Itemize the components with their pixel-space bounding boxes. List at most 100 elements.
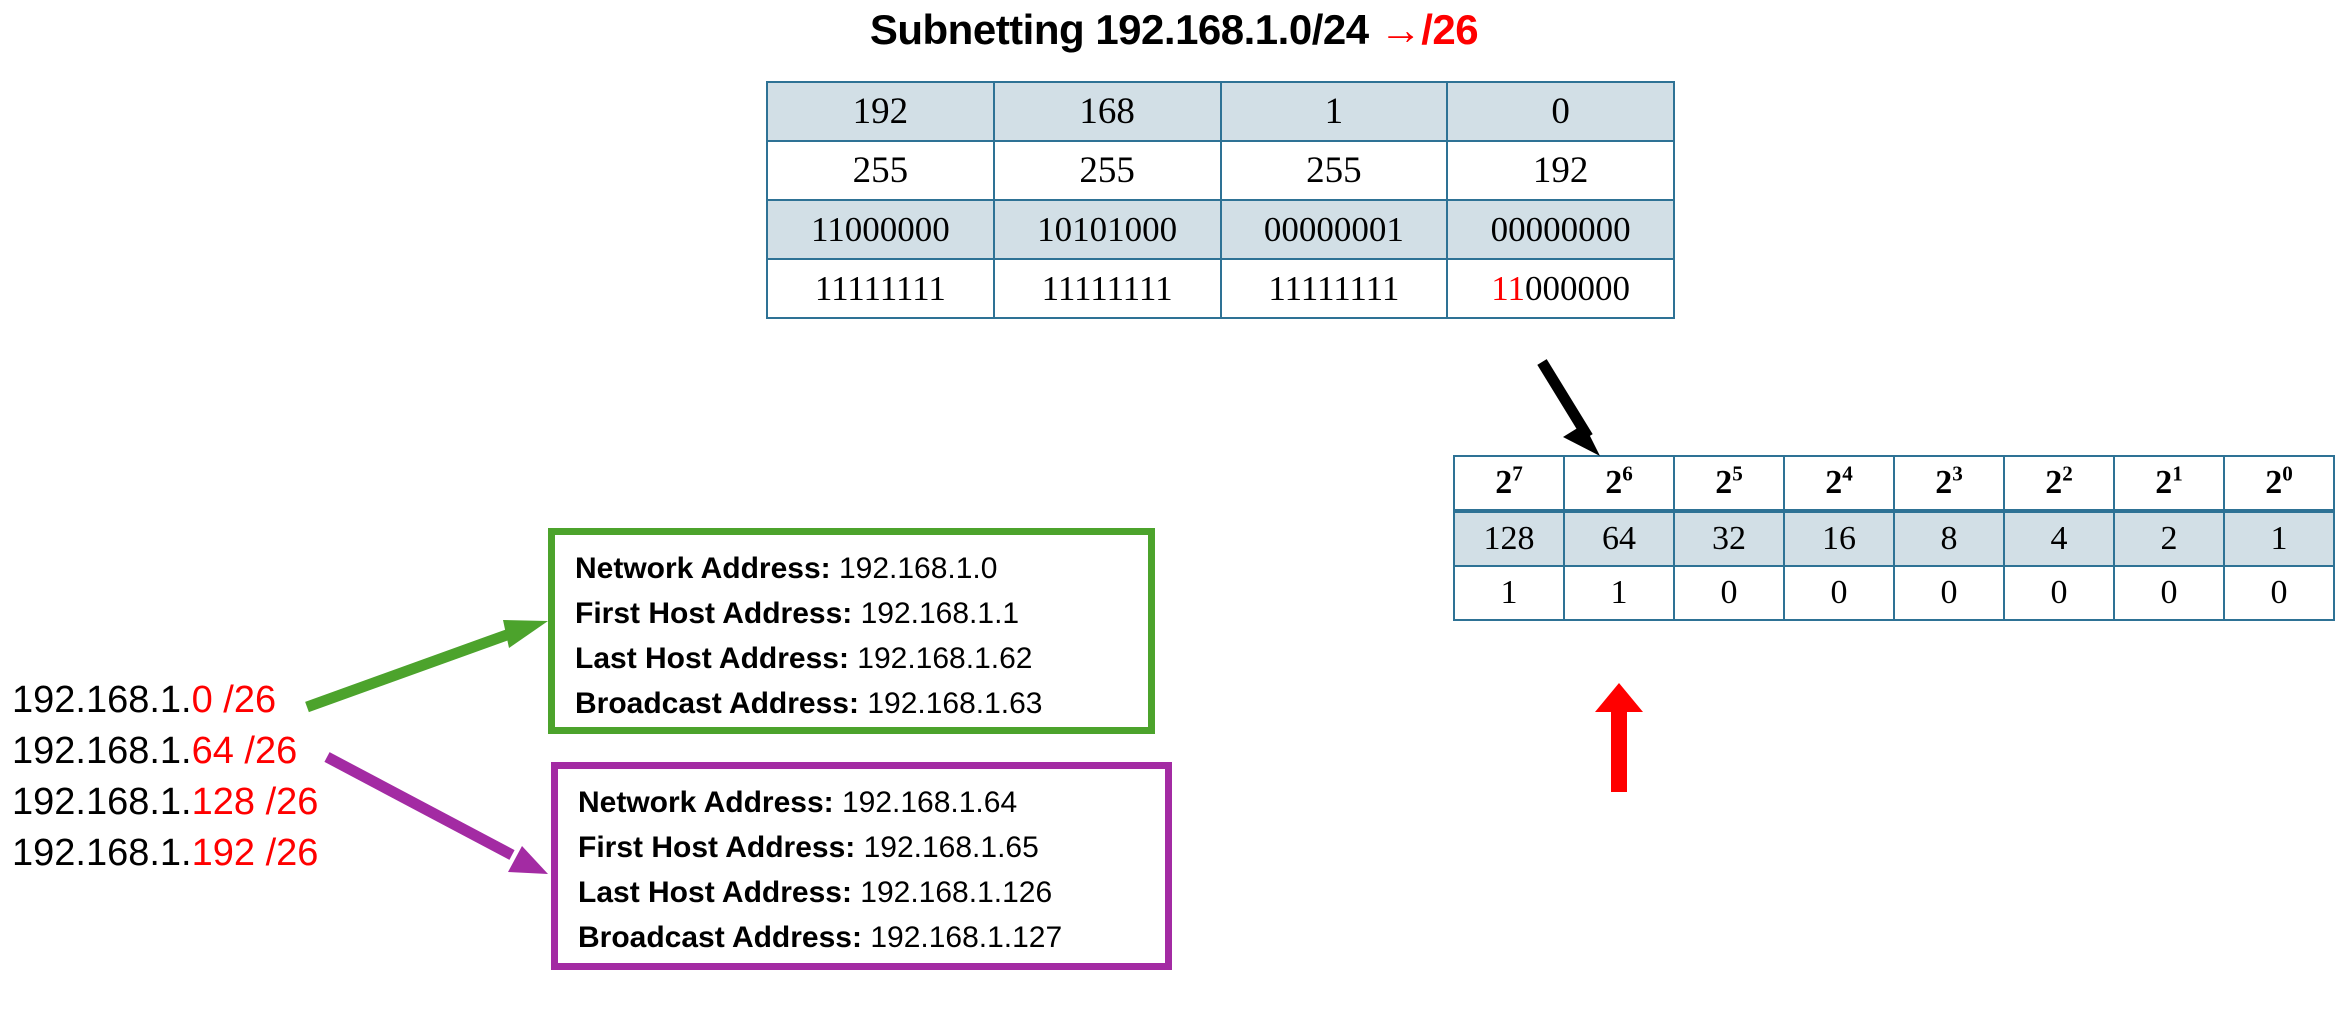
subnet-base: 192.168.1.	[12, 832, 192, 874]
cell-ip-octet-3: 1	[1219, 81, 1449, 142]
page-title-main: Subnetting 192.168.1.0/24	[869, 6, 1380, 53]
power-exponent: 1	[2172, 461, 2183, 486]
cell-value-64: 64	[1563, 510, 1675, 567]
power-exponent: 7	[1512, 461, 1523, 486]
cell-bit-5: 0	[1673, 565, 1785, 621]
detail-line-network: Network Address: 192.168.1.64	[578, 780, 1147, 825]
detail-value: 192.168.1.64	[841, 786, 1018, 819]
power-exponent: 3	[1952, 461, 1963, 486]
subnet-suffix: 128 /26	[191, 781, 319, 823]
cell-exponent-4: 24	[1783, 455, 1895, 513]
detail-value: 192.168.1.62	[857, 642, 1033, 675]
cell-value-32: 32	[1673, 510, 1785, 567]
detail-value: 192.168.1.65	[863, 831, 1039, 864]
red-up-arrow-icon	[1595, 683, 1643, 792]
cell-mask-octet-3: 255	[1219, 140, 1449, 201]
cell-bit-1: 0	[2113, 565, 2225, 621]
detail-value: 192.168.1.63	[867, 687, 1043, 720]
subnet-detail-box-second: Network Address: 192.168.1.64 First Host…	[551, 762, 1172, 970]
detail-value: 192.168.1.126	[860, 876, 1053, 909]
detail-label: Broadcast Address:	[578, 921, 862, 954]
subnet-base: 192.168.1.	[12, 781, 192, 823]
power-base: 2	[1495, 464, 1513, 501]
detail-label: Last Host Address:	[578, 876, 852, 909]
cell-ip-binary-4: 00000000	[1446, 199, 1675, 260]
cell-exponent-7: 27	[1453, 455, 1565, 513]
cell-exponent-2: 22	[2003, 455, 2115, 513]
detail-label: Broadcast Address:	[575, 687, 859, 720]
table-row-exponents: 27 26 25 24 23 22 21 20	[1453, 455, 2335, 513]
cell-mask-octet-1: 255	[766, 140, 995, 201]
detail-value: 192.168.1.1	[860, 597, 1020, 630]
detail-label: Last Host Address:	[575, 642, 849, 675]
subnet-base: 192.168.1.	[12, 730, 192, 772]
detail-line-last-host: Last Host Address: 192.168.1.62	[575, 636, 1130, 681]
power-base: 2	[2045, 464, 2063, 501]
subnet-base: 192.168.1.	[12, 679, 192, 721]
cell-value-2: 2	[2113, 510, 2225, 567]
detail-label: Network Address:	[575, 552, 831, 585]
table-row-place-values: 128 64 32 16 8 4 2 1	[1453, 510, 2335, 567]
subnet-list: 192.168.1.0 /26 192.168.1.64 /26 192.168…	[12, 675, 318, 879]
table-row-ip-decimal: 192 168 1 0	[766, 81, 1675, 142]
cell-ip-octet-1: 192	[766, 81, 995, 142]
detail-line-last-host: Last Host Address: 192.168.1.126	[578, 870, 1147, 915]
cell-value-4: 4	[2003, 510, 2115, 567]
cell-bit-4: 0	[1783, 565, 1895, 621]
detail-label: First Host Address:	[578, 831, 856, 864]
power-exponent: 2	[2062, 461, 2073, 486]
subnet-suffix: 0 /26	[191, 679, 277, 721]
octet-mask-table: 192 168 1 0 255 255 255 192 11000000 101…	[766, 81, 1675, 319]
cell-exponent-6: 26	[1563, 455, 1675, 513]
cell-bit-0: 0	[2223, 565, 2335, 621]
power-base: 2	[1715, 464, 1733, 501]
power-base: 2	[2265, 464, 2283, 501]
cell-exponent-3: 23	[1893, 455, 2005, 513]
purple-connector-arrow-icon	[324, 752, 548, 874]
detail-line-network: Network Address: 192.168.1.0	[575, 546, 1130, 591]
power-exponent: 4	[1842, 461, 1853, 486]
subnet-suffix: 64 /26	[191, 730, 298, 772]
cell-mask-binary-4-borrowed: 11000000	[1446, 258, 1675, 319]
table-row-bits: 1 1 0 0 0 0 0 0	[1453, 565, 2335, 621]
cell-exponent-1: 21	[2113, 455, 2225, 513]
cell-mask-binary-3: 11111111	[1219, 258, 1449, 319]
cell-value-128: 128	[1453, 510, 1565, 567]
cell-ip-binary-1: 11000000	[766, 199, 995, 260]
green-connector-arrow-icon	[305, 620, 548, 713]
black-pointer-arrow-icon	[1537, 359, 1600, 456]
cell-exponent-0: 20	[2223, 455, 2335, 513]
detail-line-first-host: First Host Address: 192.168.1.65	[578, 825, 1147, 870]
cell-ip-binary-3: 00000001	[1219, 199, 1449, 260]
cell-ip-octet-2: 168	[992, 81, 1222, 142]
cell-exponent-5: 25	[1673, 455, 1785, 513]
page-title-accent: →/26	[1379, 6, 1479, 53]
power-base: 2	[1825, 464, 1843, 501]
detail-line-broadcast: Broadcast Address: 192.168.1.127	[578, 915, 1147, 960]
cell-bit-7: 1	[1453, 565, 1565, 621]
detail-label: First Host Address:	[575, 597, 853, 630]
table-row-mask-decimal: 255 255 255 192	[766, 140, 1675, 201]
cell-ip-octet-4: 0	[1446, 81, 1675, 142]
power-exponent: 5	[1732, 461, 1743, 486]
power-base: 2	[1935, 464, 1953, 501]
cell-mask-binary-1: 11111111	[766, 258, 995, 319]
cell-value-1: 1	[2223, 510, 2335, 567]
power-exponent: 0	[2282, 461, 2293, 486]
cell-value-16: 16	[1783, 510, 1895, 567]
detail-line-broadcast: Broadcast Address: 192.168.1.63	[575, 681, 1130, 726]
power-exponent: 6	[1622, 461, 1633, 486]
list-item-subnet-64: 192.168.1.64 /26	[12, 726, 318, 777]
table-row-mask-binary: 11111111 11111111 11111111 11000000	[766, 258, 1675, 319]
power-base: 2	[2155, 464, 2173, 501]
cell-bit-6: 1	[1563, 565, 1675, 621]
list-item-subnet-192: 192.168.1.192 /26	[12, 828, 318, 879]
subnet-suffix: 192 /26	[191, 832, 319, 874]
detail-value: 192.168.1.127	[870, 921, 1063, 954]
detail-label: Network Address:	[578, 786, 834, 819]
cell-mask-octet-4: 192	[1446, 140, 1675, 201]
powers-of-two-table: 27 26 25 24 23 22 21 20 128 64 32 16 8 4…	[1453, 455, 2335, 621]
remaining-bits: 000000	[1524, 268, 1630, 308]
detail-value: 192.168.1.0	[838, 552, 998, 585]
cell-mask-octet-2: 255	[992, 140, 1222, 201]
